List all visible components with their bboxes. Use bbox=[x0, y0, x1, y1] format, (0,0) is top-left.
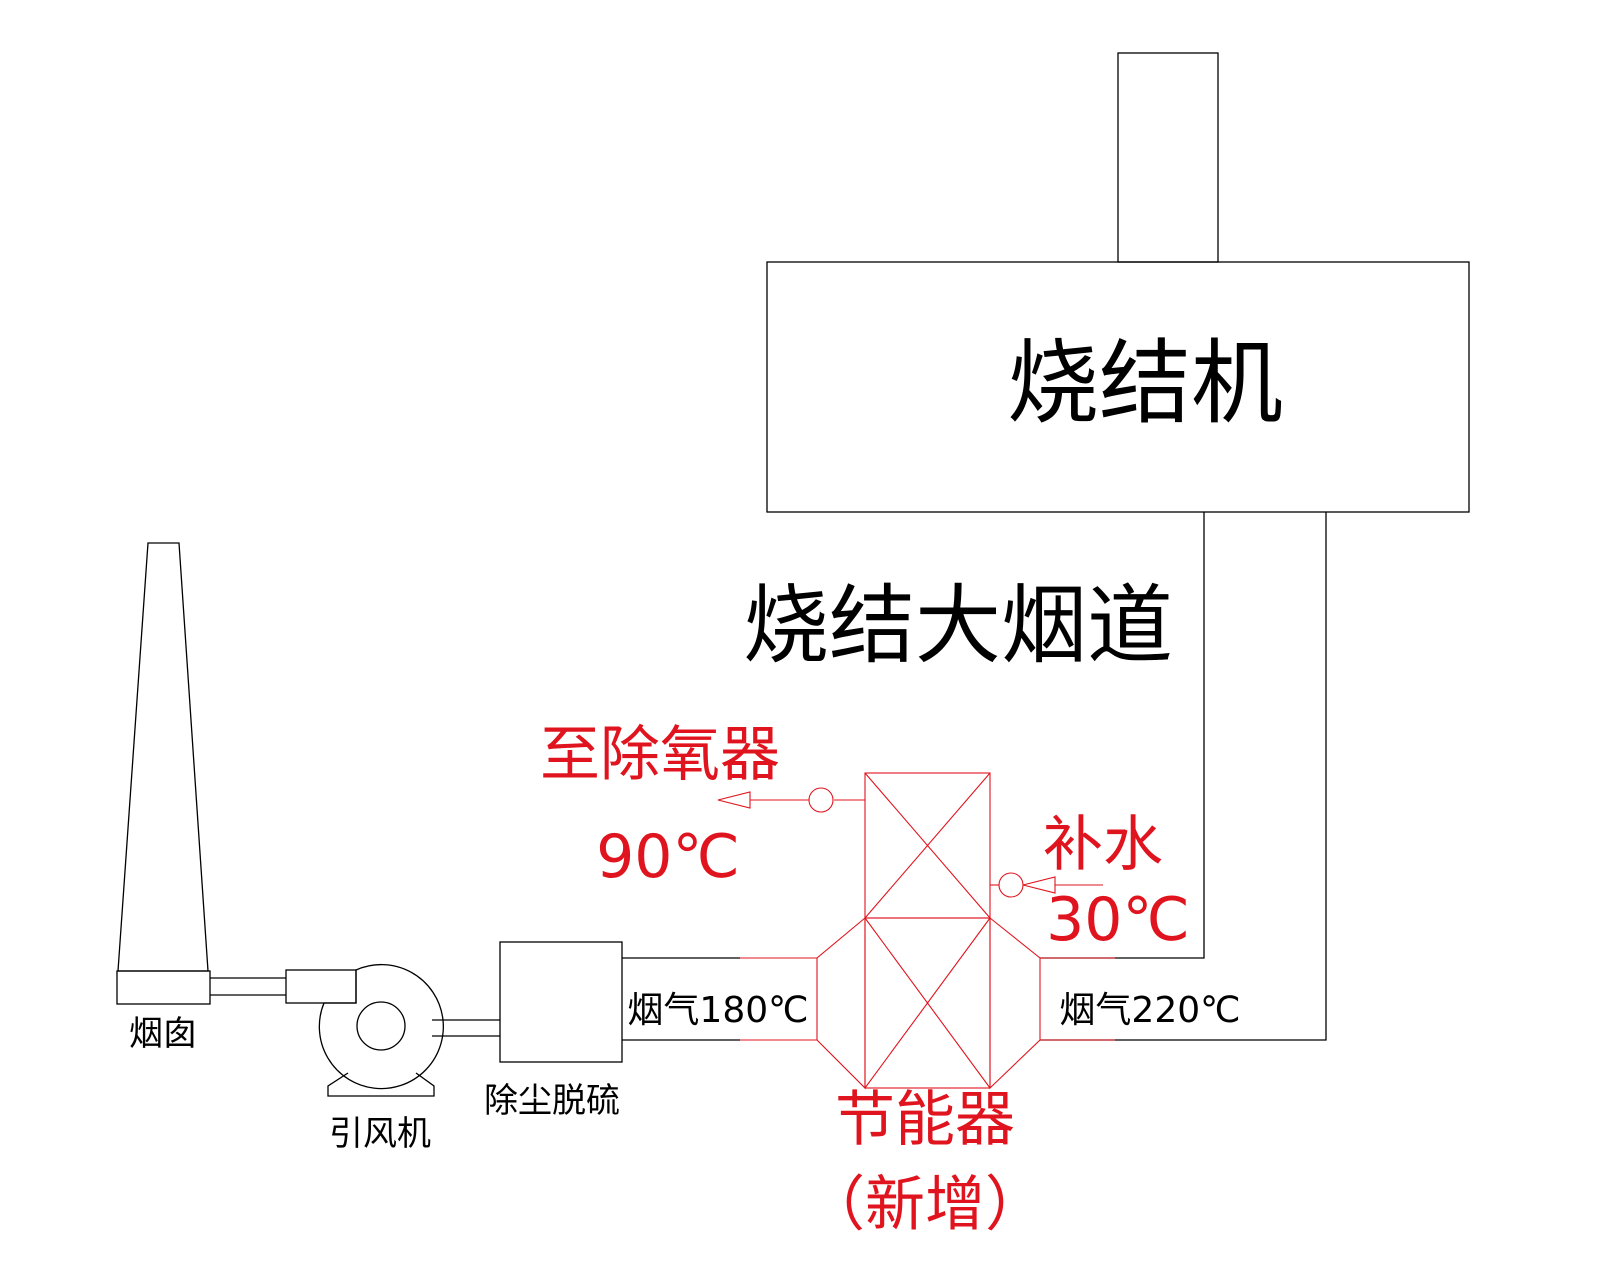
chimney-base bbox=[116, 970, 211, 1005]
fan-outlet bbox=[285, 969, 357, 1004]
process-flow-diagram: 烧结机 烧结大烟道 节能器 （新增） 至除氧器 90℃ bbox=[116, 52, 1470, 1240]
sinter-machine-label: 烧结机 bbox=[1007, 330, 1283, 437]
main-flue-label: 烧结大烟道 bbox=[743, 576, 1173, 676]
sinter-stack bbox=[1117, 52, 1219, 263]
duct-fan-to-chimney bbox=[210, 977, 286, 996]
chimney-body bbox=[117, 542, 209, 972]
chimney-label: 烟囱 bbox=[129, 1014, 197, 1054]
outlet-water-line: 至除氧器 90℃ bbox=[540, 720, 865, 892]
induced-draft-fan: 引风机 bbox=[285, 963, 444, 1154]
dedust-label: 除尘脱硫 bbox=[484, 1081, 620, 1121]
makeup-water-line: 补水 30℃ bbox=[990, 810, 1190, 955]
inlet-temp-label: 30℃ bbox=[1046, 885, 1190, 955]
main-flue-duct: 烧结大烟道 bbox=[743, 512, 1327, 1041]
outlet-temp-label: 90℃ bbox=[596, 822, 740, 892]
economizer: 节能器 （新增） bbox=[740, 772, 1115, 1240]
flue-duct-outer bbox=[1040, 512, 1327, 1041]
fan-base bbox=[327, 1072, 435, 1097]
inlet-valve bbox=[998, 872, 1024, 898]
economizer-left-transition bbox=[816, 916, 866, 1090]
chimney: 烟囱 bbox=[116, 542, 211, 1054]
duct-economizer-to-dedust bbox=[622, 957, 740, 1041]
duct-dedust-to-fan bbox=[432, 1019, 500, 1037]
economizer-new-label: （新增） bbox=[805, 1170, 1045, 1240]
makeup-water-label: 补水 bbox=[1043, 810, 1163, 880]
sinter-machine-box bbox=[766, 261, 1470, 513]
dedust-desulfurization-unit: 除尘脱硫 bbox=[484, 941, 623, 1121]
sinter-machine: 烧结机 bbox=[766, 52, 1470, 513]
flue-gas-in-label: 烟气220℃ bbox=[1059, 990, 1240, 1031]
fan-impeller bbox=[356, 1001, 406, 1051]
fan-label: 引风机 bbox=[329, 1114, 431, 1154]
to-deaerator-label: 至除氧器 bbox=[540, 720, 780, 790]
dedust-box bbox=[499, 941, 623, 1063]
economizer-label: 节能器 bbox=[835, 1085, 1015, 1155]
flue-gas-out-label: 烟气180℃ bbox=[627, 990, 808, 1031]
fan-volute bbox=[318, 963, 444, 1090]
outlet-valve bbox=[808, 787, 834, 813]
outlet-arrow-icon bbox=[717, 791, 751, 809]
economizer-right-transition bbox=[989, 916, 1041, 1090]
